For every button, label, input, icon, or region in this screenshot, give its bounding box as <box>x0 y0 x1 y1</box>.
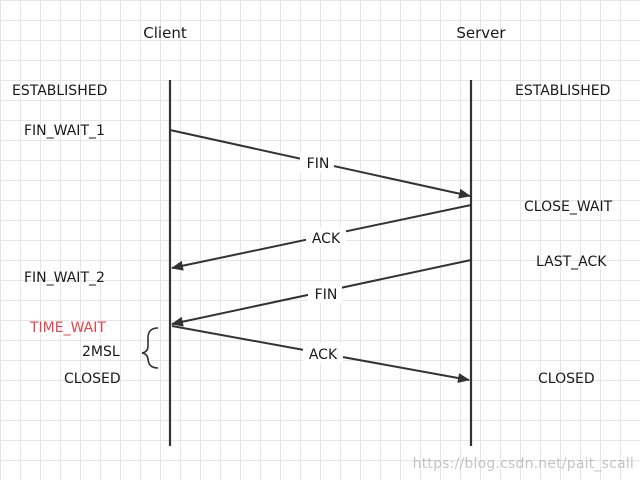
server-state-closed: CLOSED <box>538 371 595 387</box>
message-ack-2-label: ACK <box>309 347 338 363</box>
client-state-fin-wait-1: FIN_WAIT_1 <box>24 123 105 139</box>
message-ack-1-label-bg <box>306 227 346 247</box>
server-header: Server <box>456 24 506 42</box>
client-state-established: ESTABLISHED <box>12 83 107 99</box>
client-state-closed: CLOSED <box>64 371 121 387</box>
server-state-established: ESTABLISHED <box>515 83 610 99</box>
message-ack-2-label-bg <box>303 343 343 363</box>
message-fin-1-label: FIN <box>307 156 330 172</box>
message-fin-1-label-bg <box>300 152 334 172</box>
message-ack-1-label: ACK <box>312 231 341 247</box>
two-msl-label: 2MSL <box>82 344 120 360</box>
client-state-time-wait: TIME_WAIT <box>29 320 106 336</box>
two-msl-brace <box>141 327 159 369</box>
message-fin-2-label-bg <box>308 283 342 303</box>
server-state-close-wait: CLOSE_WAIT <box>524 199 613 215</box>
client-header: Client <box>143 24 187 42</box>
server-state-last-ack: LAST_ACK <box>536 254 607 270</box>
message-fin-2-label: FIN <box>315 287 338 303</box>
client-state-fin-wait-2: FIN_WAIT_2 <box>24 270 105 286</box>
watermark-text: https://blog.csdn.net/pait_scall <box>412 456 634 472</box>
